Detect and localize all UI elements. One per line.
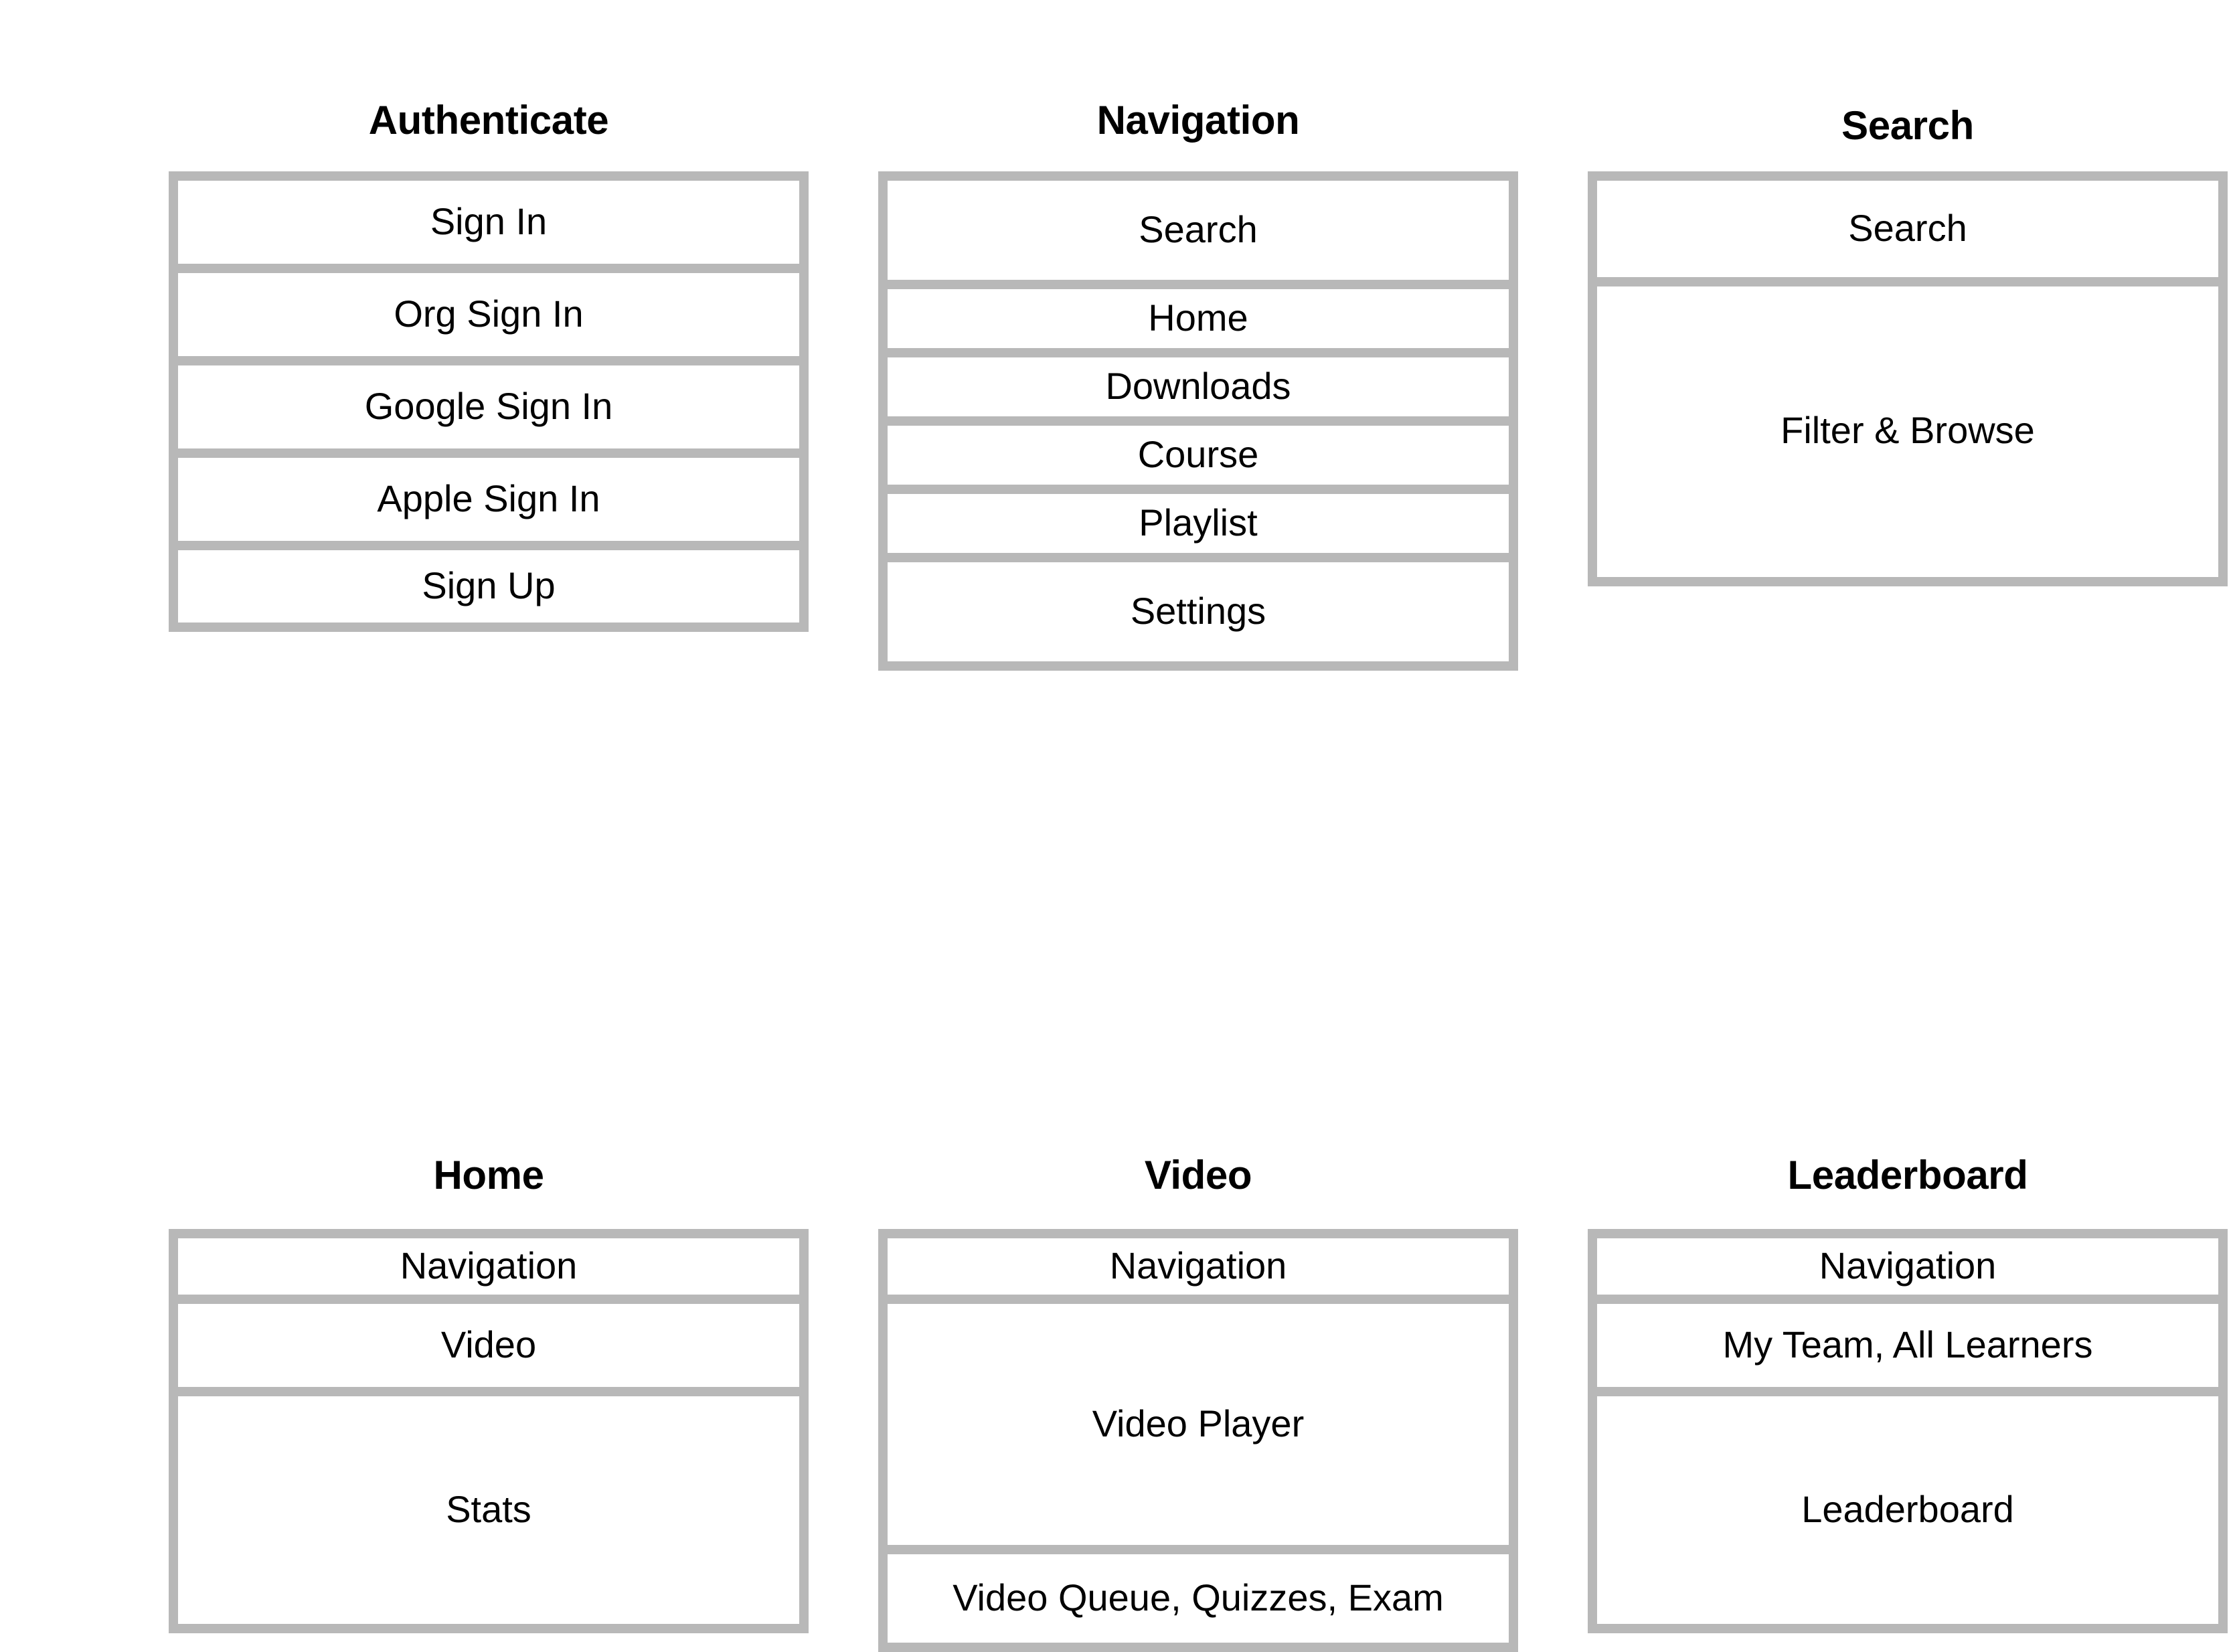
wireframe-canvas: Authenticate Sign In Org Sign In Google … (169, 99, 2228, 1652)
screen-cell-nav-course[interactable]: Course (888, 426, 1509, 485)
screen-cell-home-stats[interactable]: Stats (178, 1396, 799, 1624)
screen-stack-authenticate: Sign In Org Sign In Google Sign In Apple… (169, 171, 809, 632)
screen-cell-nav-downloads[interactable]: Downloads (888, 357, 1509, 416)
group-title-leaderboard: Leaderboard (1787, 1154, 2028, 1198)
group-home: Home Navigation Video Stats (169, 1154, 809, 1633)
screen-cell-nav-home[interactable]: Home (888, 289, 1509, 348)
screen-cell-org-sign-in[interactable]: Org Sign In (178, 273, 799, 356)
group-title-navigation: Navigation (1096, 99, 1300, 143)
screen-cell-leaderboard-list[interactable]: Leaderboard (1597, 1396, 2218, 1624)
group-video: Video Navigation Video Player Video Queu… (878, 1154, 1518, 1652)
screen-cell-search-bar[interactable]: Search (1597, 181, 2218, 277)
screen-cell-home-video[interactable]: Video (178, 1304, 799, 1387)
group-title-home: Home (433, 1154, 544, 1198)
screen-stack-home: Navigation Video Stats (169, 1229, 809, 1633)
screen-cell-nav-search[interactable]: Search (888, 181, 1509, 280)
group-title-authenticate: Authenticate (368, 99, 609, 143)
screen-cell-apple-sign-in[interactable]: Apple Sign In (178, 458, 799, 541)
screen-cell-sign-up[interactable]: Sign Up (178, 550, 799, 623)
screen-cell-nav-playlist[interactable]: Playlist (888, 494, 1509, 553)
group-search: Search Search Filter & Browse (1588, 104, 2228, 586)
screen-cell-filter-browse[interactable]: Filter & Browse (1597, 286, 2218, 577)
screen-cell-nav-settings[interactable]: Settings (888, 562, 1509, 661)
group-leaderboard: Leaderboard Navigation My Team, All Lear… (1588, 1154, 2228, 1633)
screen-stack-video: Navigation Video Player Video Queue, Qui… (878, 1229, 1518, 1652)
screen-cell-video-player[interactable]: Video Player (888, 1304, 1509, 1545)
screen-cell-sign-in[interactable]: Sign In (178, 181, 799, 264)
group-title-search: Search (1841, 104, 1974, 149)
screen-cell-google-sign-in[interactable]: Google Sign In (178, 365, 799, 448)
screen-cell-leaderboard-navigation[interactable]: Navigation (1597, 1238, 2218, 1295)
screen-cell-home-navigation[interactable]: Navigation (178, 1238, 799, 1295)
screen-cell-video-queue-quizzes-exam[interactable]: Video Queue, Quizzes, Exam (888, 1554, 1509, 1643)
screen-cell-video-navigation[interactable]: Navigation (888, 1238, 1509, 1295)
group-title-video: Video (1144, 1154, 1252, 1198)
screen-cell-my-team-all-learners[interactable]: My Team, All Learners (1597, 1304, 2218, 1387)
screen-stack-navigation: Search Home Downloads Course Playlist Se… (878, 171, 1518, 671)
screen-stack-leaderboard: Navigation My Team, All Learners Leaderb… (1588, 1229, 2228, 1633)
screen-stack-search: Search Filter & Browse (1588, 171, 2228, 586)
group-navigation: Navigation Search Home Downloads Course … (878, 99, 1518, 671)
group-authenticate: Authenticate Sign In Org Sign In Google … (169, 99, 809, 632)
